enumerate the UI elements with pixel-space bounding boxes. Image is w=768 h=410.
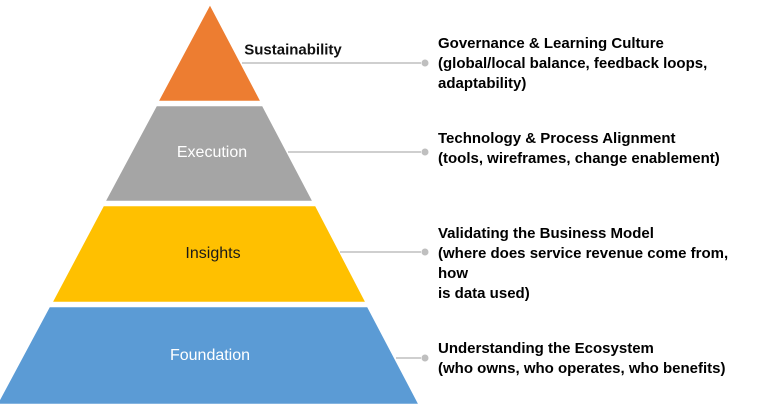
level-label-insights: Insights [185,245,241,262]
callout-dot-insights [421,248,429,256]
description-heading: Validating the Business Model [438,225,654,242]
level-label-foundation: Foundation [169,347,251,364]
callout-dot-sustainability [421,59,429,67]
level-label-execution: Execution [176,144,248,161]
description-detail: (tools, wireframes, change enablement) [438,150,720,167]
description-detail: (global/local balance, feedback loops, a… [438,55,708,92]
description-foundation: Understanding the Ecosystem (who owns, w… [438,339,760,379]
description-sustainability: Governance & Learning Culture (global/lo… [438,34,760,94]
description-heading: Understanding the Ecosystem [438,340,654,357]
pyramid-segment-foundation [0,304,422,407]
description-heading: Governance & Learning Culture [438,35,664,52]
description-heading: Technology & Process Alignment [438,130,676,147]
callout-dot-execution [421,148,429,156]
pyramid-segment-execution [102,103,316,204]
description-detail: (who owns, who operates, who benefits) [438,360,726,377]
description-insights: Validating the Business Model (where doe… [438,224,760,304]
pyramid-segment-insights [49,203,369,305]
description-execution: Technology & Process Alignment (tools, w… [438,129,760,169]
callout-dot-foundation [421,354,429,362]
pyramid-segment-sustainability [155,1,264,104]
level-label-sustainability: Sustainability [244,41,342,59]
description-detail: (where does service revenue come from, h… [438,245,729,302]
